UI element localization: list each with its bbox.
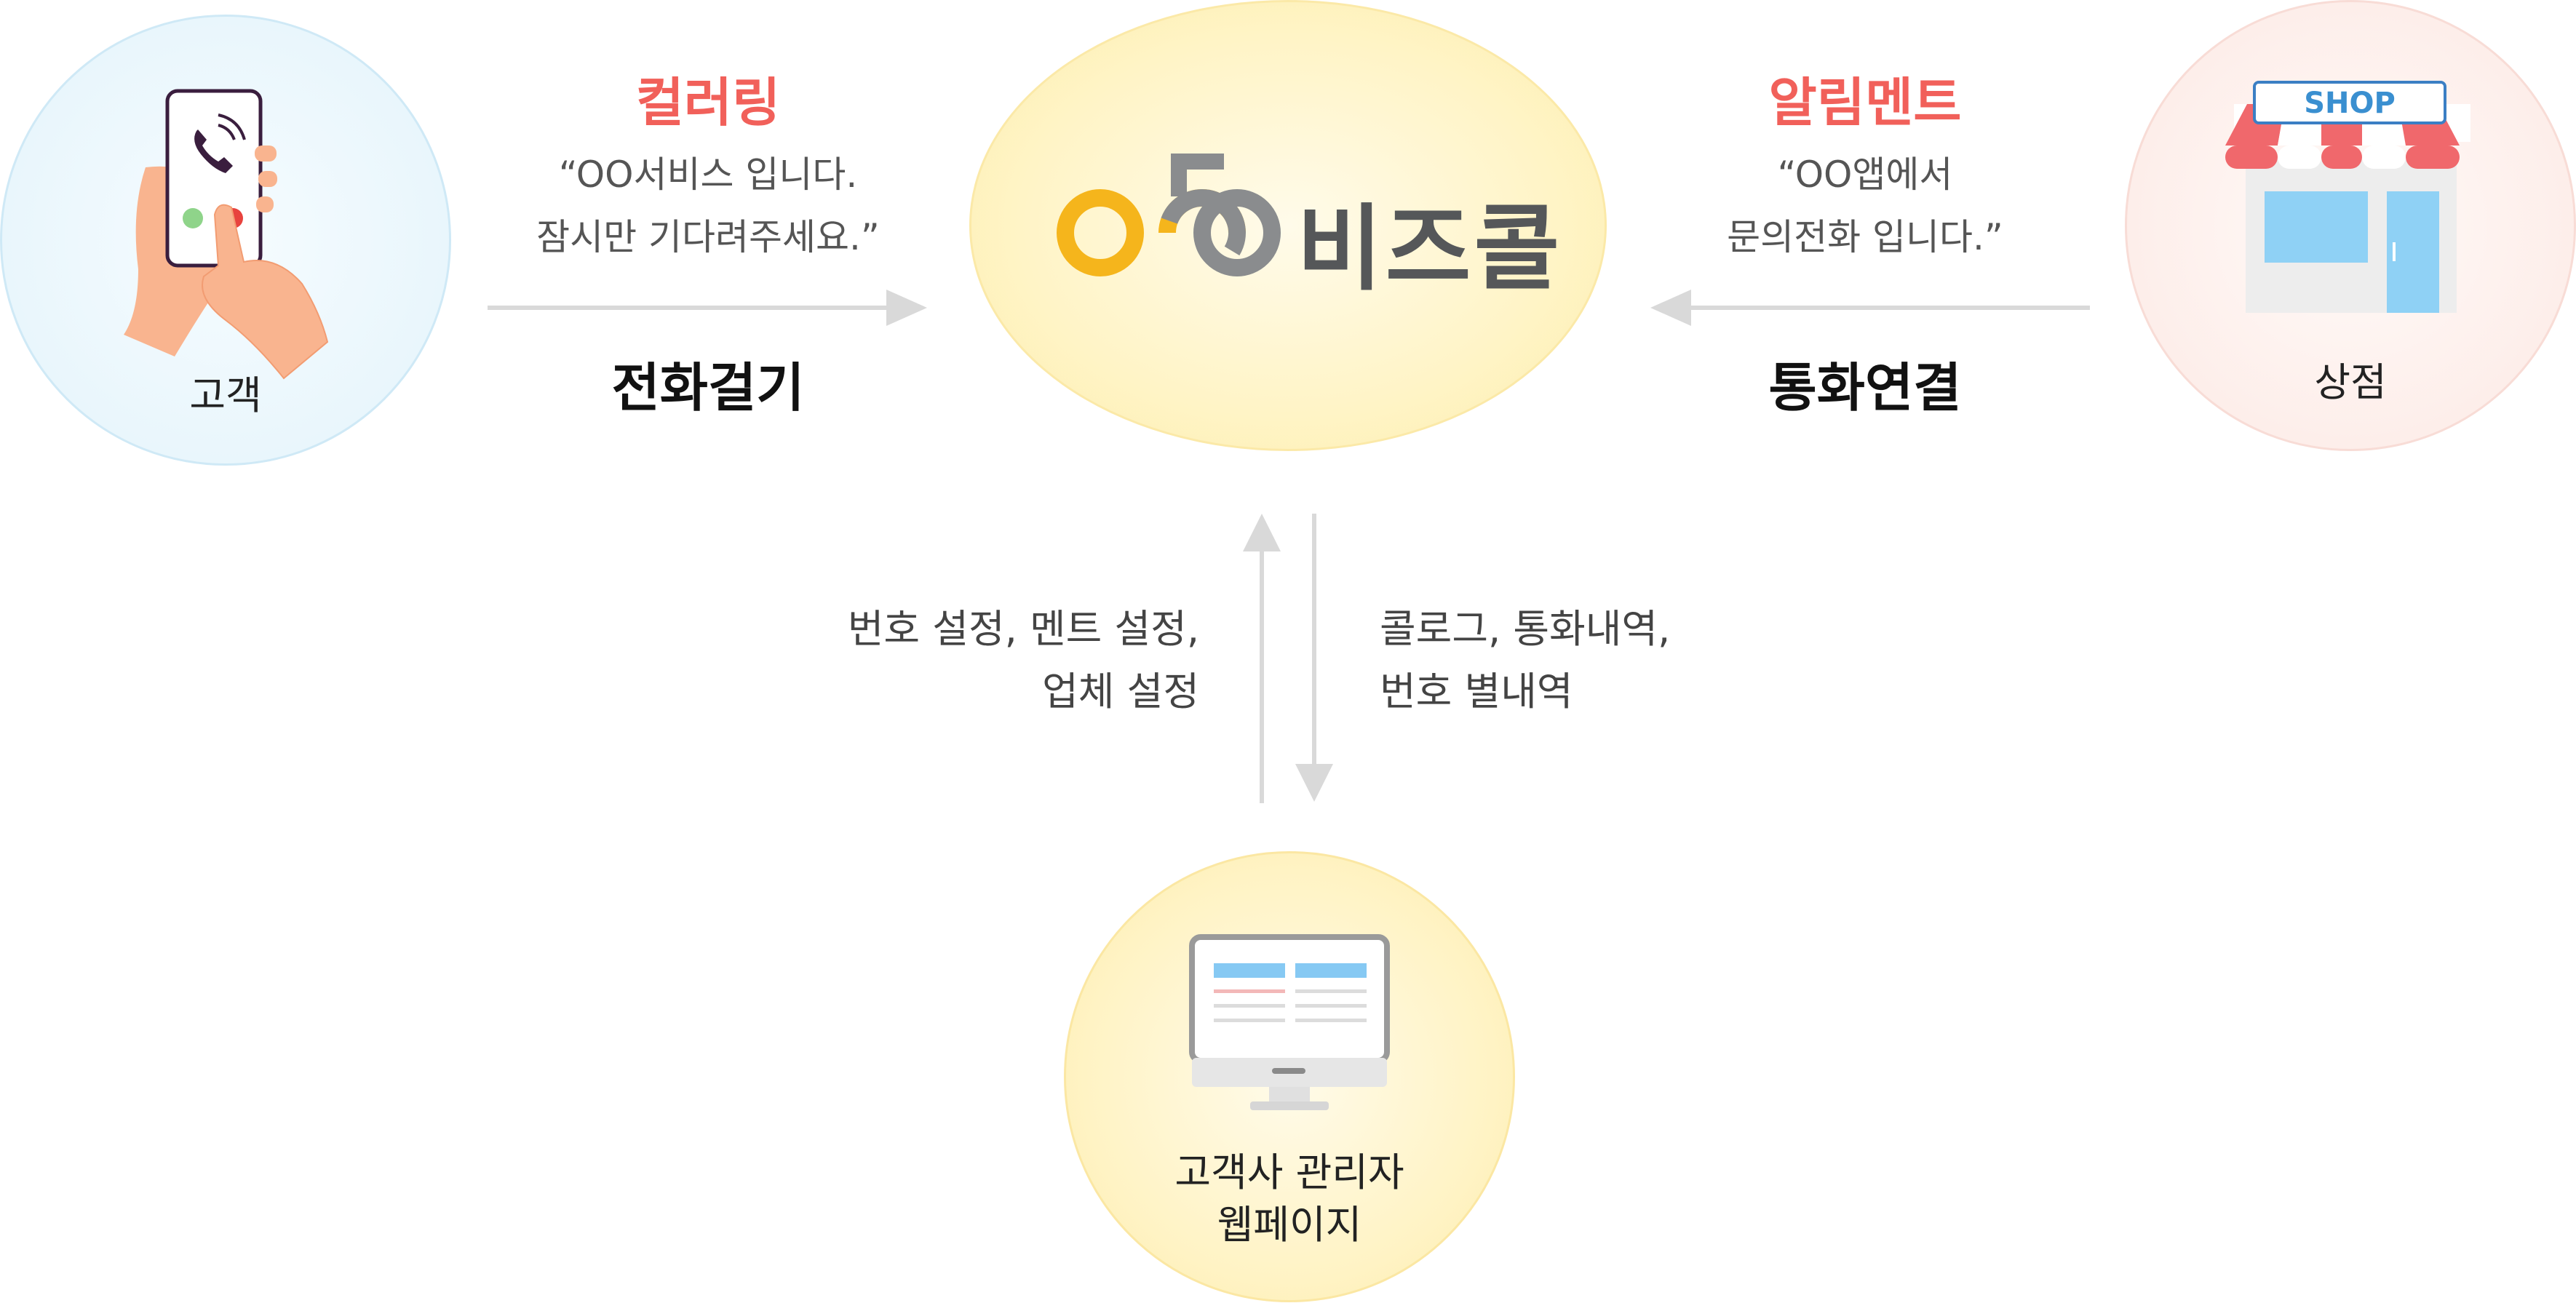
bizcall-center-node <box>969 0 1607 451</box>
customer-label: 고객 <box>189 372 262 418</box>
alert-quote-line2: 문의전화 입니다.” <box>1727 216 2003 258</box>
arrow-left-icon <box>1650 290 2090 326</box>
admin-label: 고객사 관리자 웹페이지 <box>1174 1149 1404 1248</box>
settings-line2: 업체 설정 <box>1042 669 1199 714</box>
phone-in-hand-icon <box>124 89 329 380</box>
arrow-right-icon <box>488 290 927 326</box>
call-action-label: 전화걸기 <box>611 357 805 418</box>
monitor-icon <box>1189 934 1390 1110</box>
arrow-down-icon <box>1295 514 1333 802</box>
history-line2: 번호 별내역 <box>1380 669 1573 714</box>
brand-name: 비즈콜 <box>1297 195 1563 303</box>
alert-ment-title: 알림멘트 <box>1768 72 1962 133</box>
coloring-quote-line2: 잠시만 기다려주세요.” <box>536 216 880 258</box>
alert-quote-line1: “OO앱에서 <box>1777 154 1953 196</box>
coloring-title: 컬러링 <box>635 72 781 133</box>
shop-sign-text: SHOP <box>2304 87 2396 120</box>
arrow-up-icon <box>1243 514 1281 803</box>
history-line1: 콜로그, 통화내역, <box>1380 606 1671 652</box>
o50-logo-icon <box>1057 154 1281 276</box>
coloring-quote-line1: “OO서비스 입니다. <box>558 154 858 196</box>
connect-action-label: 통화연결 <box>1768 357 1962 418</box>
shop-label: 상점 <box>2314 359 2387 405</box>
settings-line1: 번호 설정, 멘트 설정, <box>847 606 1199 652</box>
shop-storefront-icon: SHOP <box>2225 81 2470 313</box>
